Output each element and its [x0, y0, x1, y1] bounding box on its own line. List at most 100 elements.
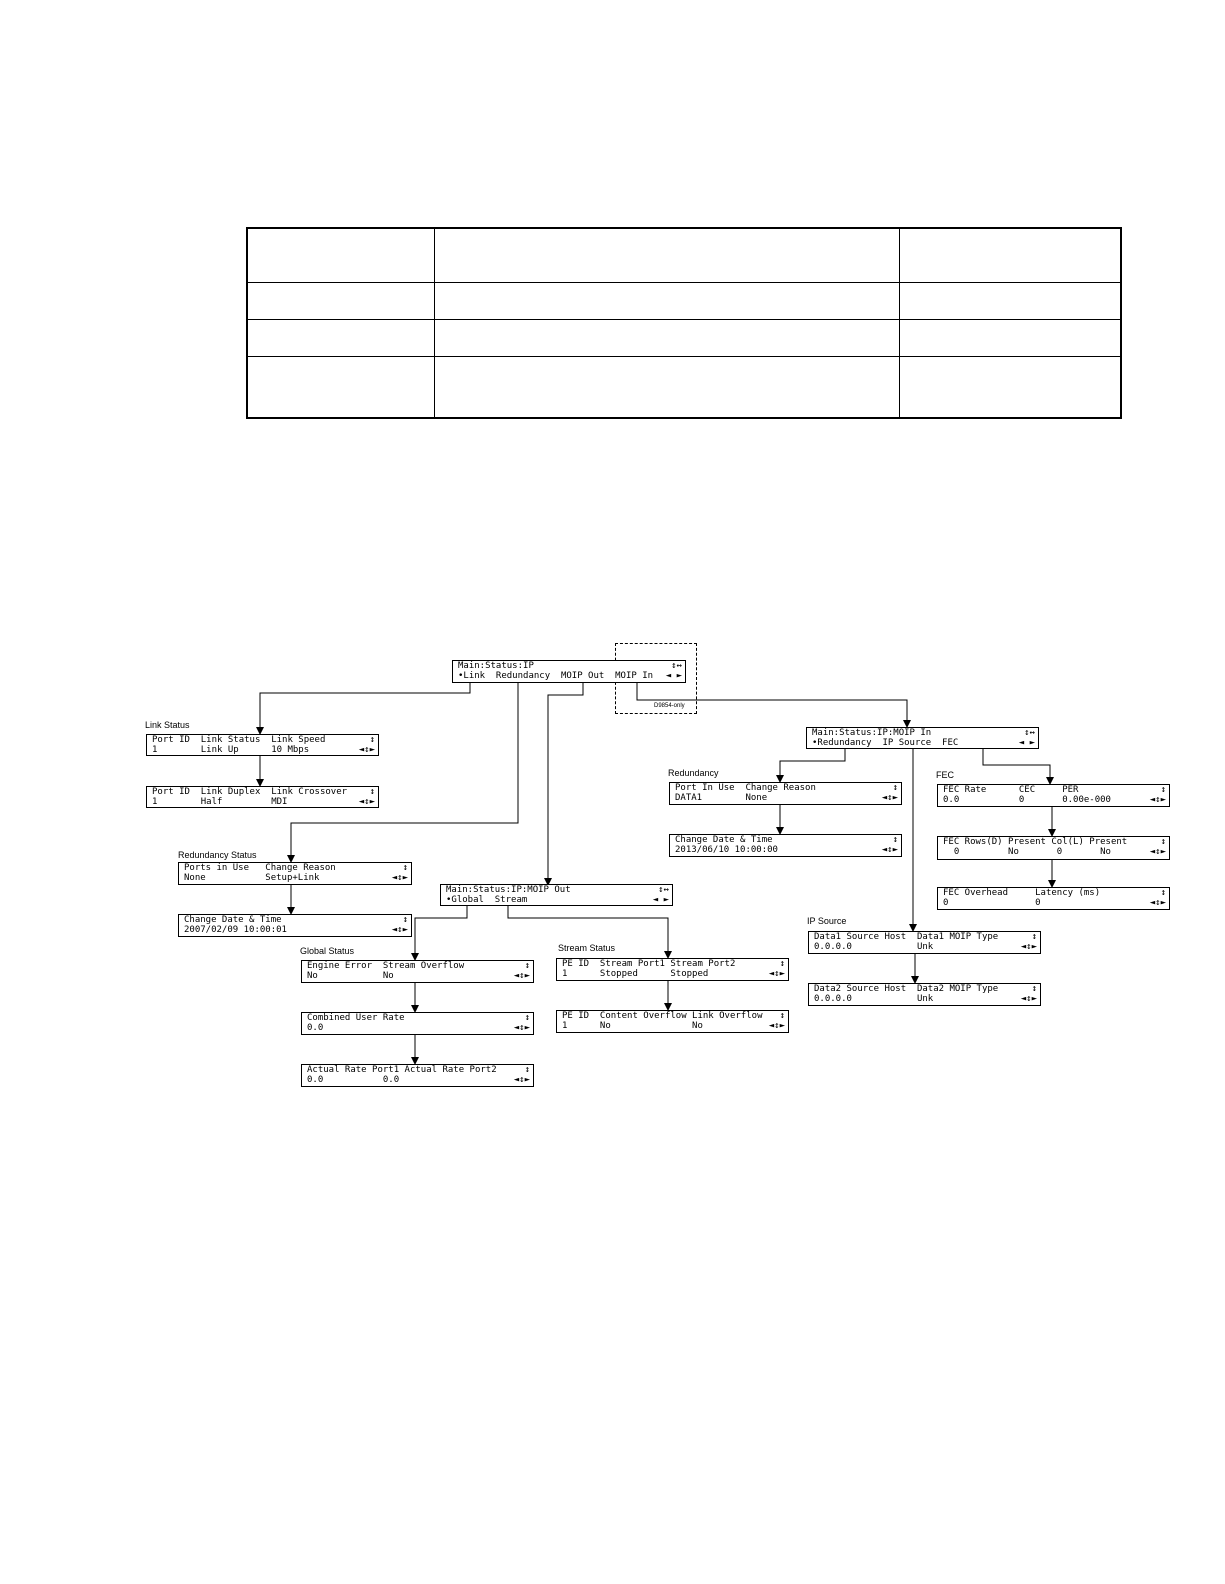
arrows-icon: ↕	[1160, 888, 1166, 898]
label-stream-status: Stream Status	[558, 943, 616, 953]
menu-line-1: FEC Rate CEC PER	[943, 785, 1079, 795]
menu-line-2: 0.0 0.0	[307, 1075, 400, 1085]
menu-line-2: 2007/02/09 10:00:01	[184, 925, 287, 935]
arrows-icon: ◄↕►	[513, 971, 530, 981]
table-column-divider	[899, 229, 900, 417]
arrows-icon: ◄↕►	[881, 845, 898, 855]
table-row-divider	[248, 356, 1120, 357]
label-redundancy-status: Redundancy Status	[178, 850, 257, 860]
arrows-icon: ↕	[892, 783, 898, 793]
arrows-icon: ◄↕►	[881, 793, 898, 803]
menu-line-1: Data1 Source Host Data1 MOIP Type	[814, 932, 999, 942]
menu-link-status-2: Port ID Link Duplex Link Crossover 1 Hal…	[146, 786, 379, 808]
menu-line-2: 0 0	[943, 898, 1041, 908]
empty-table	[246, 227, 1122, 419]
menu-line-1: Main:Status:IP	[458, 661, 534, 671]
menu-moip-out: Main:Status:IP:MOIP Out •Global Stream ↕…	[440, 884, 673, 906]
menu-line-1: Combined User Rate	[307, 1013, 405, 1023]
menu-global-status-2: Combined User Rate 0.0 ↕ ◄↕►	[301, 1012, 534, 1035]
arrows-icon: ↕↔	[1024, 728, 1035, 738]
menu-redundancy-1: Port In Use Change Reason DATA1 None ↕ ◄…	[669, 782, 902, 805]
menu-line-2: 0.0.0.0 Unk	[814, 942, 934, 952]
arrows-icon: ◄ ►	[1018, 738, 1035, 748]
table-column-divider	[434, 229, 435, 417]
menu-line-2: •Redundancy IP Source FEC	[812, 738, 959, 748]
menu-line-1: Port ID Link Status Link Speed	[152, 735, 326, 745]
menu-redundancy-2: Change Date & Time 2013/06/10 10:00:00 ↕…	[669, 834, 902, 857]
menu-line-1: FEC Rows(D) Present Col(L) Present	[943, 837, 1128, 847]
arrows-icon: ↕	[1160, 785, 1166, 795]
arrows-icon: ↕	[779, 1011, 785, 1021]
menu-stream-status-2: PE ID Content Overflow Link Overflow 1 N…	[556, 1010, 789, 1033]
arrows-icon: ◄↕►	[1149, 795, 1166, 805]
arrows-icon: ◄↕►	[358, 797, 375, 807]
arrows-icon: ↕↔	[658, 885, 669, 895]
label-link-status: Link Status	[145, 720, 190, 730]
menu-main-status-ip: Main:Status:IP •Link Redundancy MOIP Out…	[452, 660, 686, 683]
menu-line-2: 1 Half MDI	[152, 797, 288, 807]
arrows-icon: ↕	[369, 735, 375, 745]
menu-line-2: 1 No No	[562, 1021, 703, 1031]
menu-ip-source-1: Data1 Source Host Data1 MOIP Type 0.0.0.…	[808, 931, 1041, 954]
menu-line-2: 0.0.0.0 Unk	[814, 994, 934, 1004]
menu-line-2: 1 Stopped Stopped	[562, 969, 709, 979]
menu-line-2: 2013/06/10 10:00:00	[675, 845, 778, 855]
menu-line-1: Change Date & Time	[184, 915, 282, 925]
label-fec: FEC	[936, 770, 954, 780]
menu-fec-3: FEC Overhead Latency (ms) 0 0 ↕ ◄↕►	[937, 887, 1170, 910]
arrows-icon: ◄↕►	[1149, 847, 1166, 857]
arrows-icon: ↕	[779, 959, 785, 969]
arrows-icon: ↕	[369, 787, 375, 797]
menu-moip-in: Main:Status:IP:MOIP In •Redundancy IP So…	[806, 727, 1039, 749]
menu-stream-status-1: PE ID Stream Port1 Stream Port2 1 Stoppe…	[556, 958, 789, 981]
menu-global-status-3: Actual Rate Port1 Actual Rate Port2 0.0 …	[301, 1064, 534, 1087]
arrows-icon: ◄↕►	[768, 969, 785, 979]
arrows-icon: ↕	[1031, 984, 1037, 994]
arrows-icon: ◄↕►	[513, 1075, 530, 1085]
arrows-icon: ↕	[1031, 932, 1037, 942]
label-redundancy: Redundancy	[668, 768, 719, 778]
menu-line-1: Port In Use Change Reason	[675, 783, 816, 793]
menu-line-2: •Global Stream	[446, 895, 528, 905]
table-row-divider	[248, 282, 1120, 283]
table-row-divider	[248, 319, 1120, 320]
arrows-icon: ◄↕►	[1149, 898, 1166, 908]
arrows-icon: ↕↔	[671, 661, 682, 671]
arrows-icon: ◄ ►	[665, 671, 682, 681]
menu-line-1: Main:Status:IP:MOIP Out	[446, 885, 571, 895]
menu-fec-1: FEC Rate CEC PER 0.0 0 0.00e-000 ↕ ◄↕►	[937, 784, 1170, 807]
arrows-icon: ↕	[524, 961, 530, 971]
arrows-icon: ◄↕►	[1020, 994, 1037, 1004]
menu-line-1: Data2 Source Host Data2 MOIP Type	[814, 984, 999, 994]
arrows-icon: ◄↕►	[358, 745, 375, 755]
menu-line-2: 0 No 0 No	[943, 847, 1111, 857]
arrows-icon: ◄↕►	[513, 1023, 530, 1033]
menu-line-2: 1 Link Up 10 Mbps	[152, 745, 310, 755]
arrows-icon: ◄↕►	[1020, 942, 1037, 952]
menu-ip-source-2: Data2 Source Host Data2 MOIP Type 0.0.0.…	[808, 983, 1041, 1006]
menu-line-2: No No	[307, 971, 394, 981]
menu-redundancy-status-2: Change Date & Time 2007/02/09 10:00:01 ↕…	[178, 914, 412, 937]
arrows-icon: ◄↕►	[391, 873, 408, 883]
menu-line-2: 0.0	[307, 1023, 324, 1033]
menu-redundancy-status-1: Ports in Use Change Reason None Setup+Li…	[178, 862, 412, 885]
menu-line-2: 0.0 0 0.00e-000	[943, 795, 1111, 805]
menu-line-1: PE ID Stream Port1 Stream Port2	[562, 959, 736, 969]
menu-line-2: None Setup+Link	[184, 873, 320, 883]
menu-line-1: PE ID Content Overflow Link Overflow	[562, 1011, 763, 1021]
menu-line-1: Ports in Use Change Reason	[184, 863, 336, 873]
menu-line-1: FEC Overhead Latency (ms)	[943, 888, 1101, 898]
arrows-icon: ↕	[892, 835, 898, 845]
menu-line-1: Port ID Link Duplex Link Crossover	[152, 787, 348, 797]
menu-line-1: Change Date & Time	[675, 835, 773, 845]
label-global-status: Global Status	[300, 946, 355, 956]
arrows-icon: ↕	[524, 1013, 530, 1023]
arrows-icon: ◄↕►	[391, 925, 408, 935]
label-ip-source: IP Source	[807, 916, 847, 926]
arrows-icon: ↕	[402, 915, 408, 925]
menu-line-2: DATA1 None	[675, 793, 768, 803]
arrows-icon: ◄↕►	[768, 1021, 785, 1031]
menu-line-1: Engine Error Stream Overflow	[307, 961, 465, 971]
menu-global-status-1: Engine Error Stream Overflow No No ↕ ◄↕►	[301, 960, 534, 983]
menu-link-status-1: Port ID Link Status Link Speed 1 Link Up…	[146, 734, 379, 756]
